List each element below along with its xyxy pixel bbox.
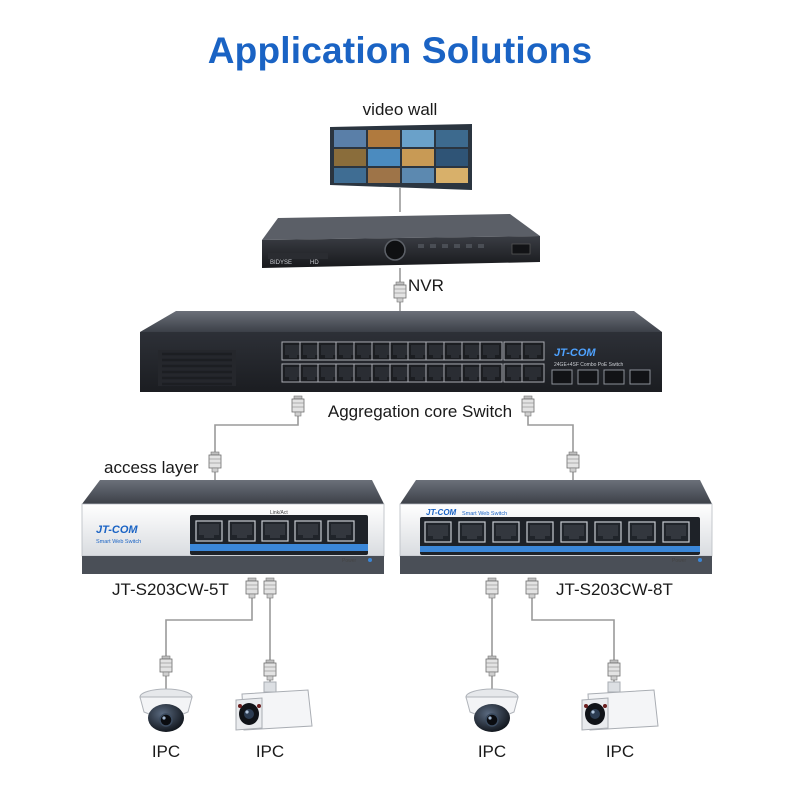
ipc-label-3: IPC [477,742,507,761]
video-wall-image [330,124,472,190]
connector-access-left [208,451,222,473]
5t-power-text: Power [342,558,357,564]
5t-ports [195,520,355,542]
dome-camera-left [139,688,193,732]
connector-5t-a [245,577,259,599]
nvr-hd-text: HD [310,260,319,266]
connector-core-left [291,395,305,417]
bullet-camera-left [235,681,313,731]
connector-8t-a [485,577,499,599]
video-wall-label: video wall [362,100,438,119]
cable-5t-dome [165,580,253,690]
nvr-brand-text: BIDYSE [270,260,292,266]
8t-smart-web-text: Smart Web Switch [462,511,507,517]
connector-8t-b [525,577,539,599]
cable-core-8t [527,400,574,480]
connector-dome-right [485,655,499,677]
ipc-label-2: IPC [255,742,285,761]
connector-core-right [521,395,535,417]
8t-power-text: Power [672,558,687,564]
switch-8t-label: JT-S203CW-8T [556,580,673,599]
connector-5t-b [263,577,277,599]
access-switch-5t-device: JT-COM Smart Web Switch Link/Act Power [81,480,385,574]
connector-dome-left [159,655,173,677]
core-model-text: 24GE+4SF Combo PoE Switch [554,362,624,368]
core-ports-row1 [281,341,545,361]
connector-bullet-left [263,659,277,681]
switch-5t-label: JT-S203CW-5T [112,580,229,599]
5t-brand-text: JT-COM [96,524,138,536]
nvr-device: BIDYSE HD [262,214,540,268]
connector-bullet-right [607,659,621,681]
core-sfp-slots [551,369,651,385]
dome-camera-right [465,688,519,732]
5t-smart-web-text: Smart Web Switch [96,539,141,545]
core-switch-label: Aggregation core Switch [327,402,513,421]
bullet-camera-right [581,681,659,731]
connector-nvr [393,281,407,303]
core-ports-row2 [281,363,545,383]
5t-link-act-text: Link/Act [270,510,288,516]
core-switch-device: JT-COM 24GE+4SF Combo PoE Switch [140,311,662,392]
cable-8t-bullet [531,580,615,690]
core-brand-text: JT-COM [554,347,596,359]
connector-access-right [566,451,580,473]
access-switch-8t-device: JT-COM Smart Web Switch Power [399,480,713,574]
page-title: Application Solutions [207,30,593,71]
8t-brand-text: JT-COM [426,508,457,517]
ipc-label-1: IPC [151,742,181,761]
nvr-label: NVR [408,276,444,295]
cable-core-5t [214,400,299,480]
ipc-label-4: IPC [605,742,635,761]
access-layer-label: access layer [104,458,199,477]
